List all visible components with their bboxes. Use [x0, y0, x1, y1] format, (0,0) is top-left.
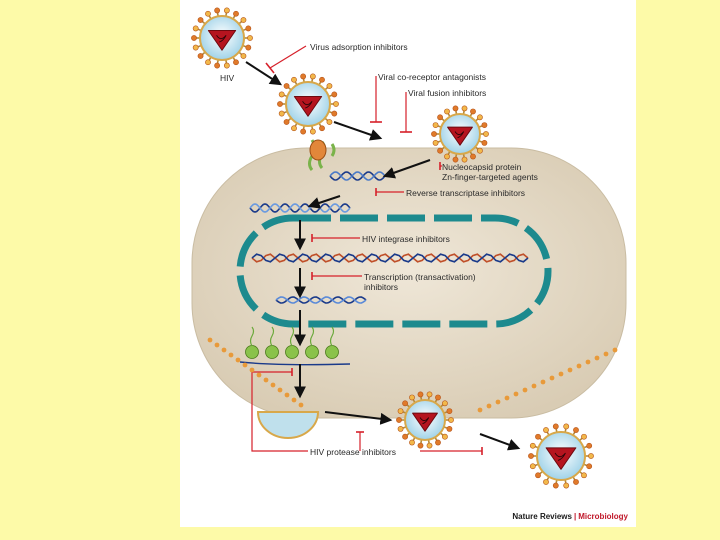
membrane-protein [277, 387, 283, 393]
budding-sites [207, 139, 618, 439]
label-adsorption-inhibitors: Virus adsorption inhibitors [310, 42, 408, 52]
membrane-protein [603, 351, 609, 357]
inhibitor-lines [251, 45, 483, 455]
membrane-protein [585, 359, 591, 365]
arrow-to-budding [324, 411, 393, 425]
membrane-protein [298, 402, 304, 408]
label-nucleocapsid-2: Zn-finger-targeted agents [442, 172, 538, 182]
membrane-protein [513, 391, 519, 397]
virus-incoming [191, 7, 253, 69]
membrane-protein [612, 347, 618, 353]
arrow-to-cdna [307, 195, 341, 209]
mrna-strand [275, 296, 367, 304]
inhibitor-integrase [311, 234, 360, 242]
label-fusion-inhibitors: Viral fusion inhibitors [408, 88, 487, 98]
arrow-to-rt [382, 159, 431, 179]
membrane-protein [495, 399, 501, 405]
membrane-protein [284, 392, 290, 398]
membrane-protein [207, 337, 213, 343]
membrane-protein [558, 371, 564, 377]
label-nucleocapsid-1: Nucleocapsid protein [442, 162, 522, 172]
inhibitor-adsorption [265, 45, 307, 74]
rna-strand [329, 171, 386, 181]
label-integrase-inhibitors: HIV integrase inhibitors [362, 234, 450, 244]
membrane-protein [567, 367, 573, 373]
cell-nucleus [236, 214, 552, 328]
membrane-protein [263, 377, 269, 383]
credit-subject: Microbiology [578, 512, 628, 521]
inhibitor-protease-budding [356, 431, 364, 451]
flow-arrows [245, 61, 521, 451]
polysome [239, 326, 351, 366]
membrane-protein [540, 379, 546, 385]
arrow-to-maturation [479, 433, 521, 451]
membrane-protein [576, 363, 582, 369]
integrated-dna [251, 253, 529, 263]
virus-fusing [431, 105, 489, 163]
membrane-protein [221, 347, 227, 353]
label-transcription-inhibitors-1: Transcription (transactivation) [364, 272, 476, 282]
membrane-protein [486, 403, 492, 409]
inhibitor-rt [375, 188, 404, 196]
virus-adsorbing [277, 73, 339, 135]
inhibitor-fusion [400, 92, 412, 133]
inhibitor-protease-maturation [420, 447, 483, 455]
label-coreceptor-antagonists: Viral co-receptor antagonists [378, 72, 487, 82]
arrow-to-adsorption [245, 61, 283, 86]
label-transcription-inhibitors-2: inhibitors [364, 282, 399, 292]
credit-journal: Nature Reviews [512, 512, 572, 521]
arrow-to-fusion [333, 121, 383, 141]
hiv-lifecycle-figure: HIV Virus adsorption inhibitors Viral co… [180, 0, 636, 527]
inhibitor-protease-assembly [251, 368, 308, 452]
inhibitor-coreceptor [370, 76, 382, 123]
membrane-protein [270, 382, 276, 388]
inhibitor-transcription [311, 272, 362, 280]
virus-budding [396, 391, 454, 449]
label-protease-inhibitors: HIV protease inhibitors [310, 447, 396, 457]
membrane-protein [477, 407, 483, 413]
inhibitor-nucleocapsid [439, 162, 442, 170]
virus-mature [528, 423, 594, 489]
membrane-protein [256, 372, 262, 378]
figure-credit: Nature Reviews|Microbiology [512, 512, 628, 521]
cdna-strand [249, 203, 351, 213]
label-hiv: HIV [220, 73, 235, 83]
virus-particles [191, 7, 594, 489]
membrane-protein [249, 367, 255, 373]
membrane-protein [594, 355, 600, 361]
hiv-lifecycle-diagram [191, 7, 627, 489]
membrane-protein [242, 362, 248, 368]
membrane-protein [235, 357, 241, 363]
membrane-protein [504, 395, 510, 401]
membrane-protein [549, 375, 555, 381]
credit-separator: | [573, 512, 577, 521]
membrane-protein [214, 342, 220, 348]
dna-strands [239, 171, 529, 366]
co-receptor [309, 139, 327, 161]
membrane-protein [522, 387, 528, 393]
membrane-protein [531, 383, 537, 389]
membrane-protein [228, 352, 234, 358]
membrane-protein [291, 397, 297, 403]
label-rt-inhibitors: Reverse transcriptase inhibitors [406, 188, 526, 198]
budding-bulge [256, 411, 320, 439]
